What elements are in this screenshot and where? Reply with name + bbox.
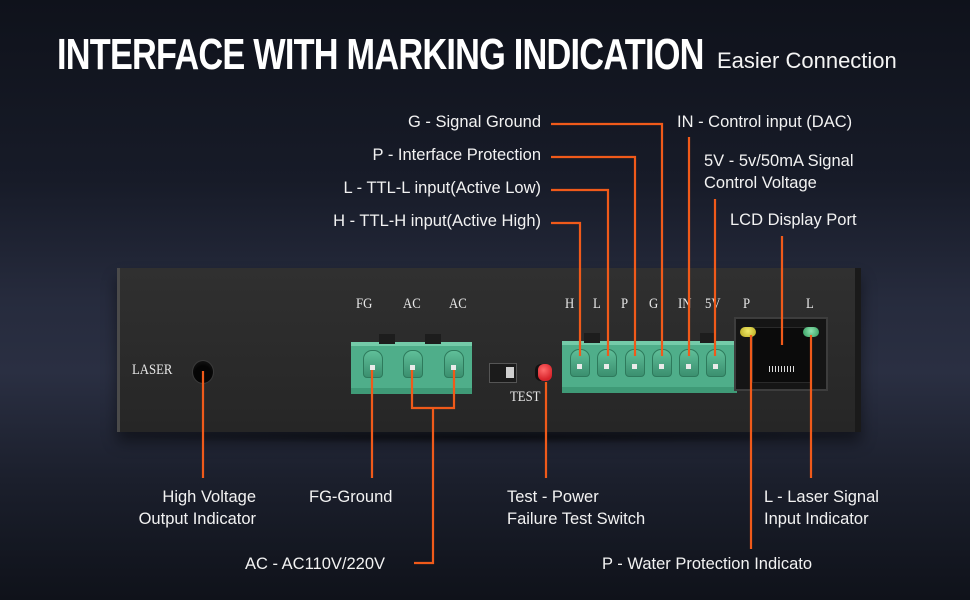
callout-5v-signal-line1: 5V - 5v/50mA Signal xyxy=(704,152,854,170)
high-voltage-indicator-led xyxy=(192,360,214,384)
marking-led-p: P xyxy=(743,296,751,312)
marking-test: TEST xyxy=(510,389,541,405)
page-subtitle: Easier Connection xyxy=(717,48,897,73)
marking-g: G xyxy=(649,296,659,312)
callout-test-line1: Test - Power xyxy=(507,488,599,506)
water-protection-led xyxy=(740,327,756,337)
callout-interface-protection: P - Interface Protection xyxy=(372,146,541,164)
laser-signal-led xyxy=(803,327,819,337)
terminal-screw-l[interactable] xyxy=(597,349,617,377)
callout-high-voltage-line2: Output Indicator xyxy=(138,510,256,528)
marking-fg: FG xyxy=(356,296,373,312)
rj45-pins xyxy=(769,366,795,372)
panel-shadow xyxy=(110,430,870,444)
callout-lcd-display-port: LCD Display Port xyxy=(730,211,857,229)
marking-5v: 5V xyxy=(705,296,721,312)
marking-l: L xyxy=(593,296,601,312)
callout-high-voltage-line1: High Voltage xyxy=(162,488,256,506)
marking-ac-1: AC xyxy=(403,296,421,312)
callout-signal-ground: G - Signal Ground xyxy=(408,113,541,131)
terminal-screw-in[interactable] xyxy=(679,349,699,377)
marking-p: P xyxy=(621,296,629,312)
callout-ttl-h-input: H - TTL-H input(Active High) xyxy=(333,212,541,230)
terminal-latch xyxy=(379,334,395,344)
callout-water-protection: P - Water Protection Indicato xyxy=(602,555,813,573)
test-button[interactable] xyxy=(538,364,552,381)
terminal-screw-h[interactable] xyxy=(570,349,590,377)
marking-ac-2: AC xyxy=(449,296,467,312)
terminal-latch xyxy=(700,333,716,343)
terminal-latch xyxy=(425,334,441,344)
callout-control-input: IN - Control input (DAC) xyxy=(677,113,853,131)
callout-fg-ground: FG-Ground xyxy=(309,488,393,506)
callout-laser-signal-line2: Input Indicator xyxy=(764,510,869,528)
callout-5v-signal-line2: Control Voltage xyxy=(704,174,817,192)
marking-laser: LASER xyxy=(132,362,173,378)
terminal-screw-ac-2[interactable] xyxy=(444,350,464,378)
callout-ac-power: AC - AC110V/220V xyxy=(245,555,386,573)
terminal-screw-ac-1[interactable] xyxy=(403,350,423,378)
marking-in: IN xyxy=(678,296,692,312)
power-switch[interactable] xyxy=(489,363,517,383)
terminal-screw-fg[interactable] xyxy=(363,350,383,378)
power-terminal-block[interactable] xyxy=(351,334,472,394)
signal-terminal-block[interactable] xyxy=(562,333,737,393)
terminal-screw-p[interactable] xyxy=(625,349,645,377)
callout-ttl-l-input: L - TTL-L input(Active Low) xyxy=(343,179,541,197)
callout-laser-signal-line1: L - Laser Signal xyxy=(764,488,879,506)
terminal-screw-g[interactable] xyxy=(652,349,672,377)
marking-h: H xyxy=(565,296,575,312)
terminal-screw-5v[interactable] xyxy=(706,349,726,377)
terminal-latch xyxy=(584,333,600,343)
marking-led-l: L xyxy=(806,296,814,312)
page-title: INTERFACE WITH MARKING INDICATION xyxy=(57,30,704,79)
rj45-socket xyxy=(752,327,812,383)
callout-test-line2: Failure Test Switch xyxy=(507,510,646,528)
